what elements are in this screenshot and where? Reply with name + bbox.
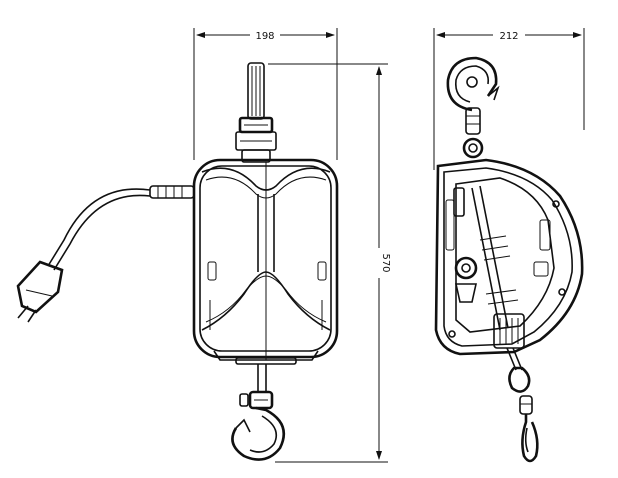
power-cable <box>47 185 195 271</box>
front-housing <box>192 158 339 365</box>
power-plug <box>16 260 64 323</box>
side-width-label: 212 <box>499 31 518 42</box>
top-suspension-bolt <box>235 62 277 163</box>
dimension-side-width: 212 <box>433 28 585 170</box>
side-view <box>434 56 584 463</box>
side-housing <box>434 158 584 356</box>
height-label: 570 <box>380 253 391 272</box>
dimension-front-width: 198 <box>193 28 338 160</box>
front-width-label: 198 <box>255 31 274 42</box>
dimension-height: 570 <box>268 63 391 463</box>
side-bottom-hook <box>506 347 539 463</box>
front-view <box>16 62 339 461</box>
front-bottom-hook <box>231 364 285 461</box>
side-top-hook <box>446 56 500 159</box>
